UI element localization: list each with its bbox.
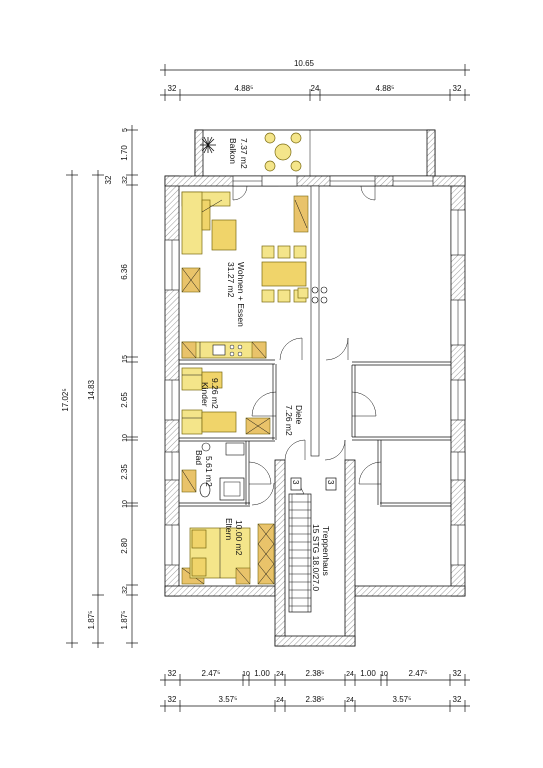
dim-bottom2: 24 (276, 697, 284, 704)
dim-bottom1: 32 (453, 669, 462, 678)
dim-left-inner: 2.65 (120, 392, 129, 408)
staircase (288, 485, 312, 613)
dim-left-inner: 10 (122, 500, 129, 508)
kinder-room-furniture (181, 367, 271, 435)
left-dimension-lines (66, 125, 138, 648)
dim-top-part: 32 (453, 84, 462, 93)
dim-left-mid: 14.83 (87, 379, 96, 400)
room-label-wohnen: Wohnen + Essen (236, 262, 246, 327)
room-label-treppenhaus: Treppenhaus (321, 526, 331, 576)
plant-icon (200, 136, 216, 154)
room-label-diele: Diele (294, 405, 304, 425)
room-area-kinder: 9.26 m2 (210, 378, 220, 409)
room-label-bad: Bad (194, 450, 204, 465)
left-windows (164, 239, 180, 566)
room-detail-treppenhaus: 15 STG 18.0/27.0 (311, 524, 321, 591)
dim-bottom1: 1.00 (360, 669, 376, 678)
patio-table-icon (264, 132, 302, 172)
room-area-eltern: 10.00 m2 (234, 520, 244, 556)
dim-bottom1: 2.47⁵ (202, 669, 221, 678)
dim-left-inner: 32 (122, 586, 129, 594)
living-room-furniture (181, 191, 328, 359)
dim-top-part: 24 (311, 84, 320, 93)
door-swings (232, 185, 382, 506)
dim-left-inner: 15 (122, 355, 129, 363)
bottom-dimension-lines (160, 674, 470, 712)
dim-bottom1: 2.47⁵ (409, 669, 428, 678)
room-label-balkon: Balkon (228, 138, 238, 164)
dim-bottom1: 1.00 (254, 669, 270, 678)
dim-bottom1: 10 (380, 671, 388, 678)
top-dimension-lines (160, 64, 470, 101)
dim-left-inner: 5 (122, 128, 129, 132)
dim-top-total: 10.65 (294, 59, 315, 68)
dim-left-inner: 1.87⁵ (120, 611, 129, 630)
dim-bottom2: 3.57⁵ (219, 695, 238, 704)
dim-left-mid-bottom: 1.87⁵ (87, 611, 96, 630)
dim-bottom1: 2.38⁵ (306, 669, 325, 678)
dim-bottom1: 24 (346, 671, 354, 678)
stair-marker-right-label: 3 (326, 480, 335, 485)
dim-bottom1: 32 (168, 669, 177, 678)
stair-marker-left-label: 3 (291, 480, 300, 485)
stair-marker-right (325, 477, 337, 491)
room-area-balkon: 7.37 m2 (239, 138, 249, 169)
dim-left-inner: 6.36 (120, 264, 129, 280)
room-label-kinder: Kinder (200, 382, 210, 407)
stair-marker-left (290, 477, 302, 491)
top-windows (232, 175, 434, 187)
balcony (194, 129, 436, 177)
interior-walls (179, 185, 451, 507)
dim-left-total: 17.02⁵ (61, 388, 70, 411)
room-area-wohnen: 31.27 m2 (226, 262, 236, 298)
dim-bottom1: 10 (242, 671, 250, 678)
dim-bottom2: 24 (346, 697, 354, 704)
dim-left-inner: 32 (122, 176, 129, 184)
room-label-eltern: Eltern (224, 518, 234, 540)
dim-top-part: 4.88⁵ (235, 84, 254, 93)
dim-bottom2: 32 (168, 695, 177, 704)
dim-bottom1: 24 (276, 671, 284, 678)
dim-left-inner: 10 (122, 434, 129, 442)
dim-bottom2: 32 (453, 695, 462, 704)
right-windows (450, 209, 466, 566)
dim-left-col2-top: 32 (104, 175, 113, 184)
dim-left-inner: 2.35 (120, 464, 129, 480)
dim-bottom2: 3.57⁵ (393, 695, 412, 704)
dim-top-part: 4.88⁵ (376, 84, 395, 93)
bathroom-fixtures (181, 442, 245, 501)
dim-bottom2: 2.38⁵ (306, 695, 325, 704)
room-area-diele: 7.26 m2 (284, 405, 294, 436)
dim-left-inner: 2.80 (120, 538, 129, 554)
dim-top-part: 32 (168, 84, 177, 93)
dim-left-inner: 1.70 (120, 145, 129, 161)
eltern-room-furniture (181, 523, 275, 585)
room-area-bad: 5.61 m2 (204, 456, 214, 487)
